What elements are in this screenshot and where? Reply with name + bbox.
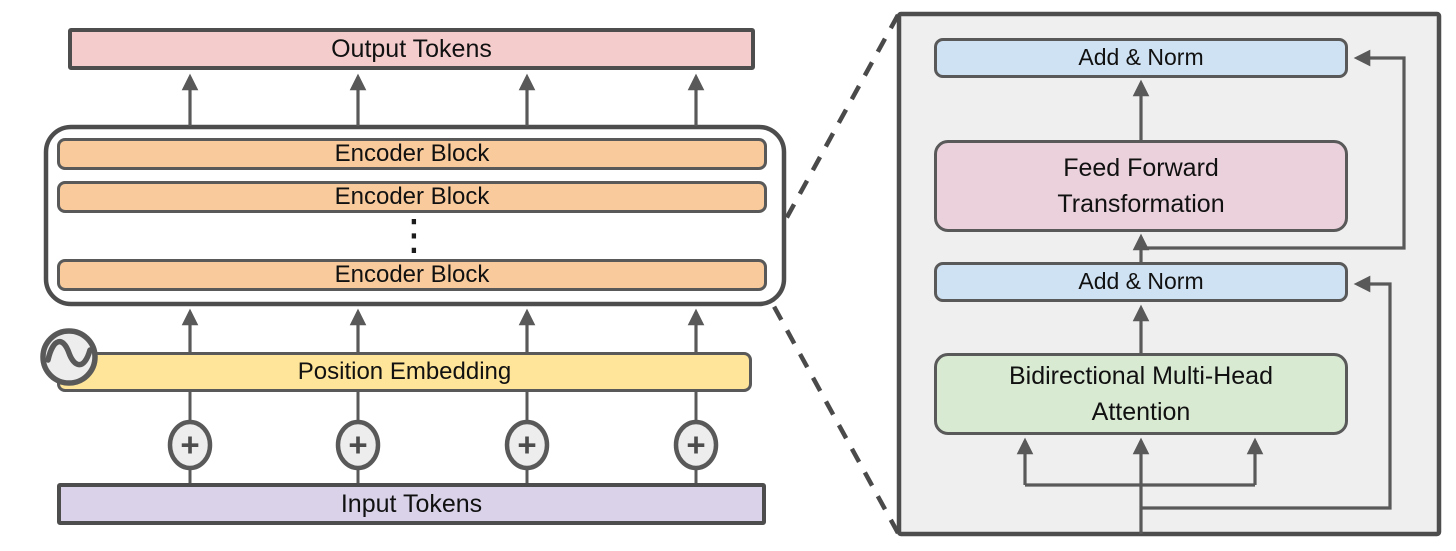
position-embedding-label: Position Embedding: [297, 358, 512, 386]
sine-wave-icon: [40, 328, 98, 386]
feed-forward-label: Feed Forward Transformation: [1057, 153, 1225, 218]
feed-forward-box: Feed Forward Transformation: [934, 140, 1348, 232]
encoder-block-box-1: Encoder Block: [57, 138, 767, 170]
input-tokens-box: Input Tokens: [57, 483, 766, 525]
position-embedding-box: Position Embedding: [57, 352, 752, 392]
stack-to-output-arrows: [181, 73, 705, 126]
add-norm-top-box: Add & Norm: [934, 38, 1348, 78]
add-operator-icon: +: [517, 426, 537, 463]
zoom-dashed-line-top: [767, 13, 900, 252]
add-operator-circle: [504, 419, 550, 471]
add-operator-circle: [167, 419, 213, 471]
input-tokens-label: Input Tokens: [340, 489, 483, 518]
add-norm-label: Add & Norm: [1078, 268, 1204, 295]
detail-panel-connectors: [1016, 49, 1406, 534]
residual-connection-top: [1141, 49, 1406, 250]
add-operator-circle: [673, 419, 719, 471]
add-operator-circles: [167, 419, 719, 471]
add-operator-icon: +: [686, 426, 706, 463]
add-operator-icon: +: [348, 426, 368, 463]
attention-box: Bidirectional Multi-Head Attention: [934, 353, 1348, 435]
embedding-to-stack-arrows: [181, 308, 705, 352]
encoder-block-box-2: Encoder Block: [57, 181, 767, 213]
output-tokens-box: Output Tokens: [68, 28, 755, 70]
add-operator-circle: [335, 419, 381, 471]
encoder-block-label: Encoder Block: [334, 183, 490, 211]
add-norm-bottom-box: Add & Norm: [934, 262, 1348, 302]
zoom-dashed-connectors: [767, 13, 900, 535]
output-tokens-label: Output Tokens: [331, 34, 492, 63]
input-to-embedding-lines: [188, 392, 698, 483]
residual-connection-bottom: [1141, 275, 1392, 510]
encoder-block-label: Encoder Block: [334, 261, 490, 289]
encoder-block-box-3: Encoder Block: [57, 259, 767, 291]
vertical-ellipsis: ⋮: [393, 211, 435, 258]
encoder-block-label: Encoder Block: [334, 140, 490, 168]
zoom-dashed-line-bottom: [769, 299, 900, 535]
attention-label: Bidirectional Multi-Head Attention: [1008, 361, 1273, 426]
add-operator-icon: +: [180, 426, 200, 463]
add-norm-label: Add & Norm: [1078, 44, 1204, 71]
